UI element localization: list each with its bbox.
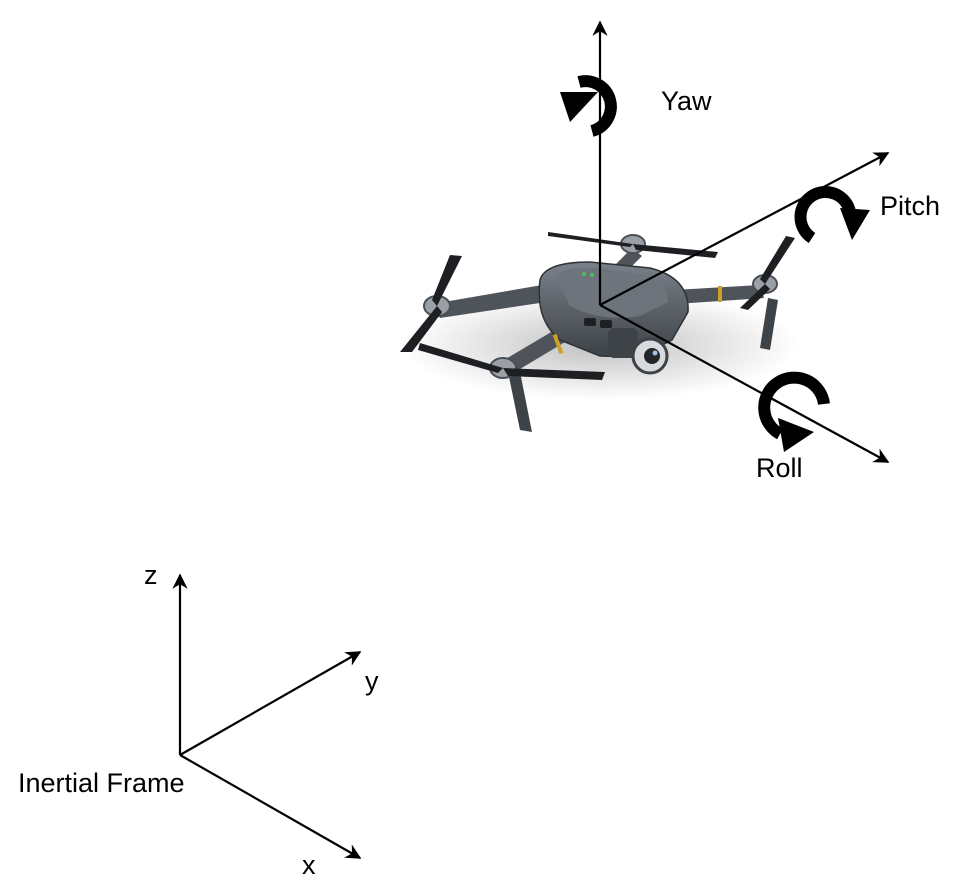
pitch-label: Pitch	[880, 191, 941, 221]
pitch-rotation-icon	[794, 185, 870, 244]
drone-illustration	[400, 232, 800, 432]
yaw-rotation-icon	[560, 75, 617, 137]
inertial-x-label: x	[302, 850, 316, 880]
roll-rotation-icon	[758, 371, 830, 452]
inertial-x-axis	[179, 754, 362, 859]
yaw-label: Yaw	[661, 86, 712, 116]
roll-label: Roll	[756, 453, 803, 483]
inertial-z-label: z	[144, 560, 158, 590]
roll-axis	[599, 304, 890, 463]
pitch-axis	[599, 152, 890, 306]
inertial-y-axis	[179, 651, 362, 756]
body-frame-axes	[560, 20, 890, 463]
inertial-y-label: y	[365, 666, 379, 696]
inertial-frame-axes	[172, 573, 362, 859]
inertial-frame-label: Inertial Frame	[18, 768, 185, 798]
